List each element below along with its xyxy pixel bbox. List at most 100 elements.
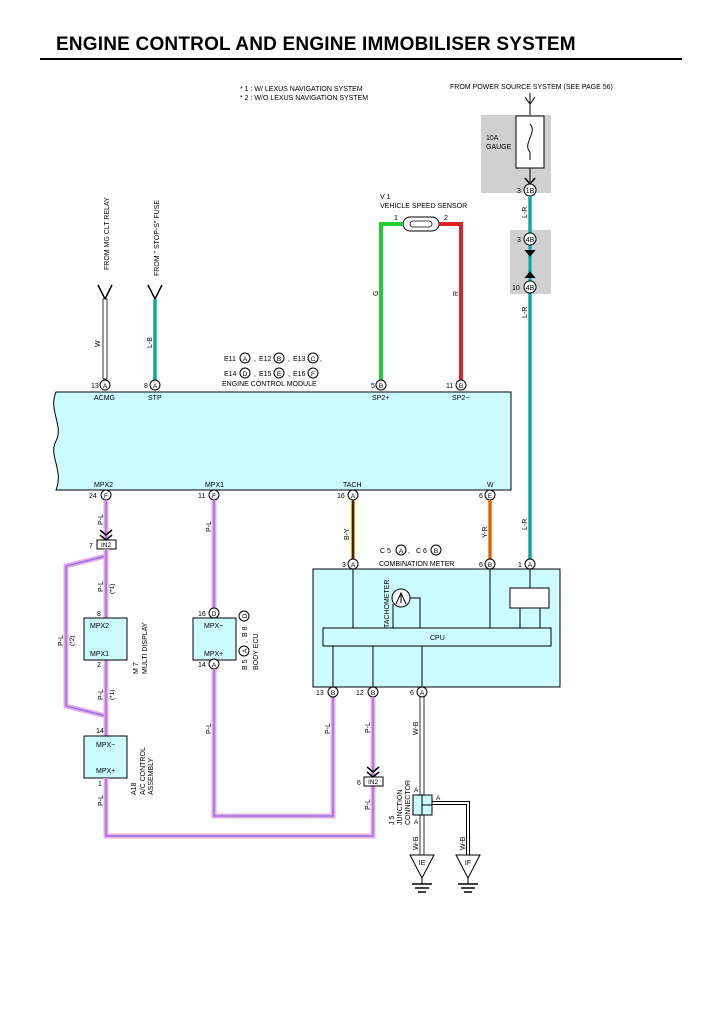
meter-power-ic (509, 587, 550, 609)
svg-text:B: B (434, 548, 438, 555)
svg-text:1: 1 (98, 781, 102, 788)
junction-j5-name-2: CONNECTOR (405, 780, 412, 825)
svg-text:SP2+: SP2+ (372, 395, 389, 402)
svg-text:TACH: TACH (343, 482, 362, 489)
svg-text:(*1): (*1) (109, 690, 116, 700)
svg-text:F: F (212, 493, 216, 500)
svg-text:IN2: IN2 (368, 779, 379, 786)
svg-text:C 5: C 5 (380, 548, 391, 555)
multi-display-box (83, 617, 128, 661)
svg-text:P-L: P-L (206, 723, 213, 734)
meter-connector-list: C 5 A , C 6 B (380, 544, 442, 556)
svg-text:CPU: CPU (430, 635, 445, 642)
svg-text:6: 6 (357, 780, 361, 787)
svg-text:E: E (277, 371, 282, 378)
svg-text:A: A (420, 690, 425, 697)
svg-text:P-L: P-L (98, 689, 105, 700)
svg-text:E16: E16 (293, 371, 306, 378)
svg-text:P-L: P-L (58, 635, 65, 646)
svg-text:1: 1 (394, 215, 398, 222)
svg-text:,: , (408, 548, 410, 555)
svg-text:P-L: P-L (365, 799, 372, 810)
junction-in2-bottom (363, 776, 384, 787)
svg-text:IE: IE (419, 860, 426, 867)
svg-text:D: D (212, 611, 217, 618)
svg-text:10: 10 (512, 285, 520, 292)
ecm-pin-stp (149, 379, 161, 391)
svg-text:3: 3 (517, 237, 521, 244)
multi-display-code: M 7 (133, 662, 140, 674)
ac-control-name-2: ASSEMBLY (148, 757, 155, 795)
svg-text:STP: STP (148, 395, 162, 402)
svg-text:F: F (311, 371, 315, 378)
svg-text:3: 3 (342, 562, 346, 569)
fuse-rating: 10A (486, 135, 499, 142)
pin-3-1b: 3 (517, 188, 521, 195)
svg-text:A: A (212, 662, 217, 669)
svg-text:(*1): (*1) (109, 584, 116, 594)
svg-text:ACMG: ACMG (94, 395, 115, 402)
svg-text:W-B: W-B (413, 721, 420, 735)
svg-text:MPX2: MPX2 (90, 623, 109, 630)
svg-text:C: C (311, 356, 316, 363)
svg-text:13: 13 (91, 383, 99, 390)
meter-pin-13 (327, 686, 339, 698)
svg-text:D: D (242, 613, 249, 618)
note-1: * 1 : W/ LEXUS NAVIGATION SYSTEM (240, 86, 363, 93)
svg-text:G: G (373, 291, 380, 296)
body-ecu-box (192, 617, 237, 661)
svg-text:14: 14 (96, 728, 104, 735)
svg-text:B: B (371, 690, 375, 697)
svg-text:C 6: C 6 (416, 548, 427, 555)
svg-text:A: A (399, 548, 404, 555)
junction-j5-name-1: JUNCTION (397, 790, 404, 825)
svg-text:B: B (277, 356, 281, 363)
svg-text:B 8: B 8 (242, 626, 249, 637)
svg-text:P-L: P-L (365, 722, 372, 733)
svg-text:B: B (331, 690, 335, 697)
fuse-name: GAUGE (486, 144, 512, 151)
svg-text:,: , (254, 356, 256, 363)
svg-text:4B: 4B (526, 237, 535, 244)
svg-text:,: , (254, 371, 256, 378)
wire-w (102, 298, 108, 380)
body-ecu-codes: B 5 A , B 8 D (238, 610, 250, 670)
svg-text:,: , (242, 641, 249, 643)
svg-text:MPX−: MPX− (96, 742, 115, 749)
tachometer-label: TACHOMETER (384, 580, 391, 628)
svg-text:6: 6 (410, 690, 414, 697)
svg-text:B 5: B 5 (242, 659, 249, 670)
svg-text:1B: 1B (526, 188, 535, 195)
svg-text:P-L: P-L (98, 795, 105, 806)
note-2: * 2 : W/O LEXUS NAVIGATION SYSTEM (240, 95, 368, 102)
power-feed-arrow (524, 96, 536, 105)
svg-text:2: 2 (444, 215, 448, 222)
svg-text:,: , (288, 371, 290, 378)
meter-cpu (322, 627, 552, 647)
title-underline (40, 58, 682, 60)
svg-text:A: A (242, 648, 249, 653)
meter-name: COMBINATION METER (379, 561, 454, 568)
ecm-name: ENGINE CONTROL MODULE (222, 381, 317, 388)
svg-text:B: B (488, 562, 492, 569)
svg-text:L-R: L-R (522, 207, 529, 218)
svg-text:A: A (351, 493, 356, 500)
svg-text:L-B: L-B (147, 337, 154, 348)
svg-text:16: 16 (198, 611, 206, 618)
svg-text:MPX1: MPX1 (205, 482, 224, 489)
svg-text:11: 11 (446, 383, 453, 390)
svg-text:SP2−: SP2− (452, 395, 469, 402)
svg-text:F: F (104, 493, 108, 500)
svg-text:E12: E12 (259, 356, 272, 363)
ac-control-name-1: A/C CONTROL (140, 747, 147, 795)
svg-text:24: 24 (89, 493, 97, 500)
ecm-pin-sp2-minus (455, 379, 467, 391)
svg-text:MPX+: MPX+ (204, 651, 223, 658)
svg-text:A: A (351, 562, 356, 569)
svg-text:7: 7 (89, 543, 93, 550)
svg-text:E13: E13 (293, 356, 306, 363)
ecm-body (53, 391, 512, 491)
stop-fuse-label: FROM " STOP-S" FUSE (154, 200, 161, 276)
svg-text:P-L: P-L (325, 723, 332, 734)
